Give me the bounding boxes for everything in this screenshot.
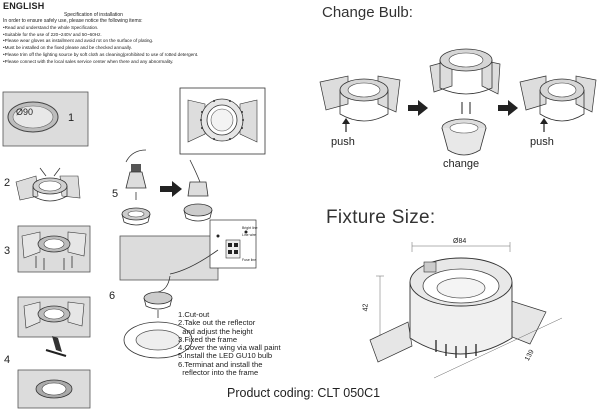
product-coding: Product coding: CLT 050C1: [227, 386, 381, 400]
step5-bulb: [121, 149, 151, 226]
step4-finished-panel: [17, 369, 91, 409]
cutout-diameter-label: Ø90: [16, 107, 34, 117]
step1-cutout-panel: [2, 91, 89, 147]
step4-panel: [17, 296, 91, 357]
frame-top-view: [179, 87, 266, 155]
installation-steps: 1.Cut-out 2.Take out the reflector and a…: [178, 310, 281, 378]
spec-list: Read and understand the whole Specificat…: [3, 25, 199, 66]
step-number-6: 6: [109, 290, 116, 302]
change-label: change: [443, 158, 480, 170]
change-bulb-arrow-2: [498, 100, 518, 116]
spec-item: Please connect with the local sales serv…: [3, 59, 198, 66]
spec-item: Suitable for the use of 220~240V and 50~…: [3, 32, 198, 39]
step-text: 3.Fixed the frame: [178, 334, 238, 344]
step-text: 2.Take out the reflector: [178, 318, 256, 328]
step-number-1: 1: [68, 112, 75, 124]
step-number-2: 2: [4, 177, 11, 189]
terminal-label: Line wire: [242, 233, 257, 237]
step2-frame: [15, 167, 81, 202]
spec-item: Read and understand the whole Specificat…: [3, 25, 198, 32]
change-bulb-fixture-1: [319, 75, 401, 132]
change-bulb-arrow-1: [408, 100, 428, 116]
step-text: and adjust the height: [178, 326, 253, 336]
step-number-4: 4: [4, 354, 11, 366]
step-text: 4.Cover the wing via wall paint: [178, 343, 281, 353]
spec-item: Must be installed on the fixed please an…: [3, 45, 198, 52]
push-label-2: push: [530, 136, 554, 148]
spec-item: Please trim off the lighting source by s…: [3, 52, 199, 59]
fixture-dimension-drawing: [369, 242, 563, 379]
terminal-block-panel: [119, 219, 257, 281]
step-number-3: 3: [4, 245, 11, 257]
spec-intro: In order to ensure safely use, please no…: [3, 18, 143, 24]
replacement-reflector: [441, 118, 487, 156]
change-bulb-fixture-3: [519, 75, 597, 132]
terminal-label: Fuse line: [242, 258, 257, 262]
change-bulb-title: Change Bulb:: [322, 4, 413, 21]
terminal-label: Bright line: [242, 226, 258, 230]
diameter-dimension: Ø84: [453, 238, 467, 245]
step3-panel: [17, 225, 91, 273]
push-label-1: push: [331, 136, 355, 148]
language-heading: ENGLISH: [3, 1, 45, 11]
step-text: 5.Install the LED GU10 bulb: [178, 351, 273, 361]
step-text: 6.Terminat and install the: [178, 359, 263, 369]
fixture-size-title: Fixture Size:: [326, 207, 436, 228]
step-text: 1.Cut-out: [178, 310, 210, 319]
change-bulb-fixture-2: [429, 48, 501, 114]
step5-arrow: [160, 181, 182, 197]
spec-title: Specification of installation: [64, 12, 123, 18]
step5-result: [183, 159, 213, 222]
step6-assembly: [123, 275, 193, 359]
height-dimension: 42: [362, 303, 370, 312]
step-text: reflector into the frame: [178, 368, 259, 378]
step-number-5: 5: [112, 188, 119, 200]
spec-item: Please wear gloves as installment and av…: [3, 38, 198, 45]
